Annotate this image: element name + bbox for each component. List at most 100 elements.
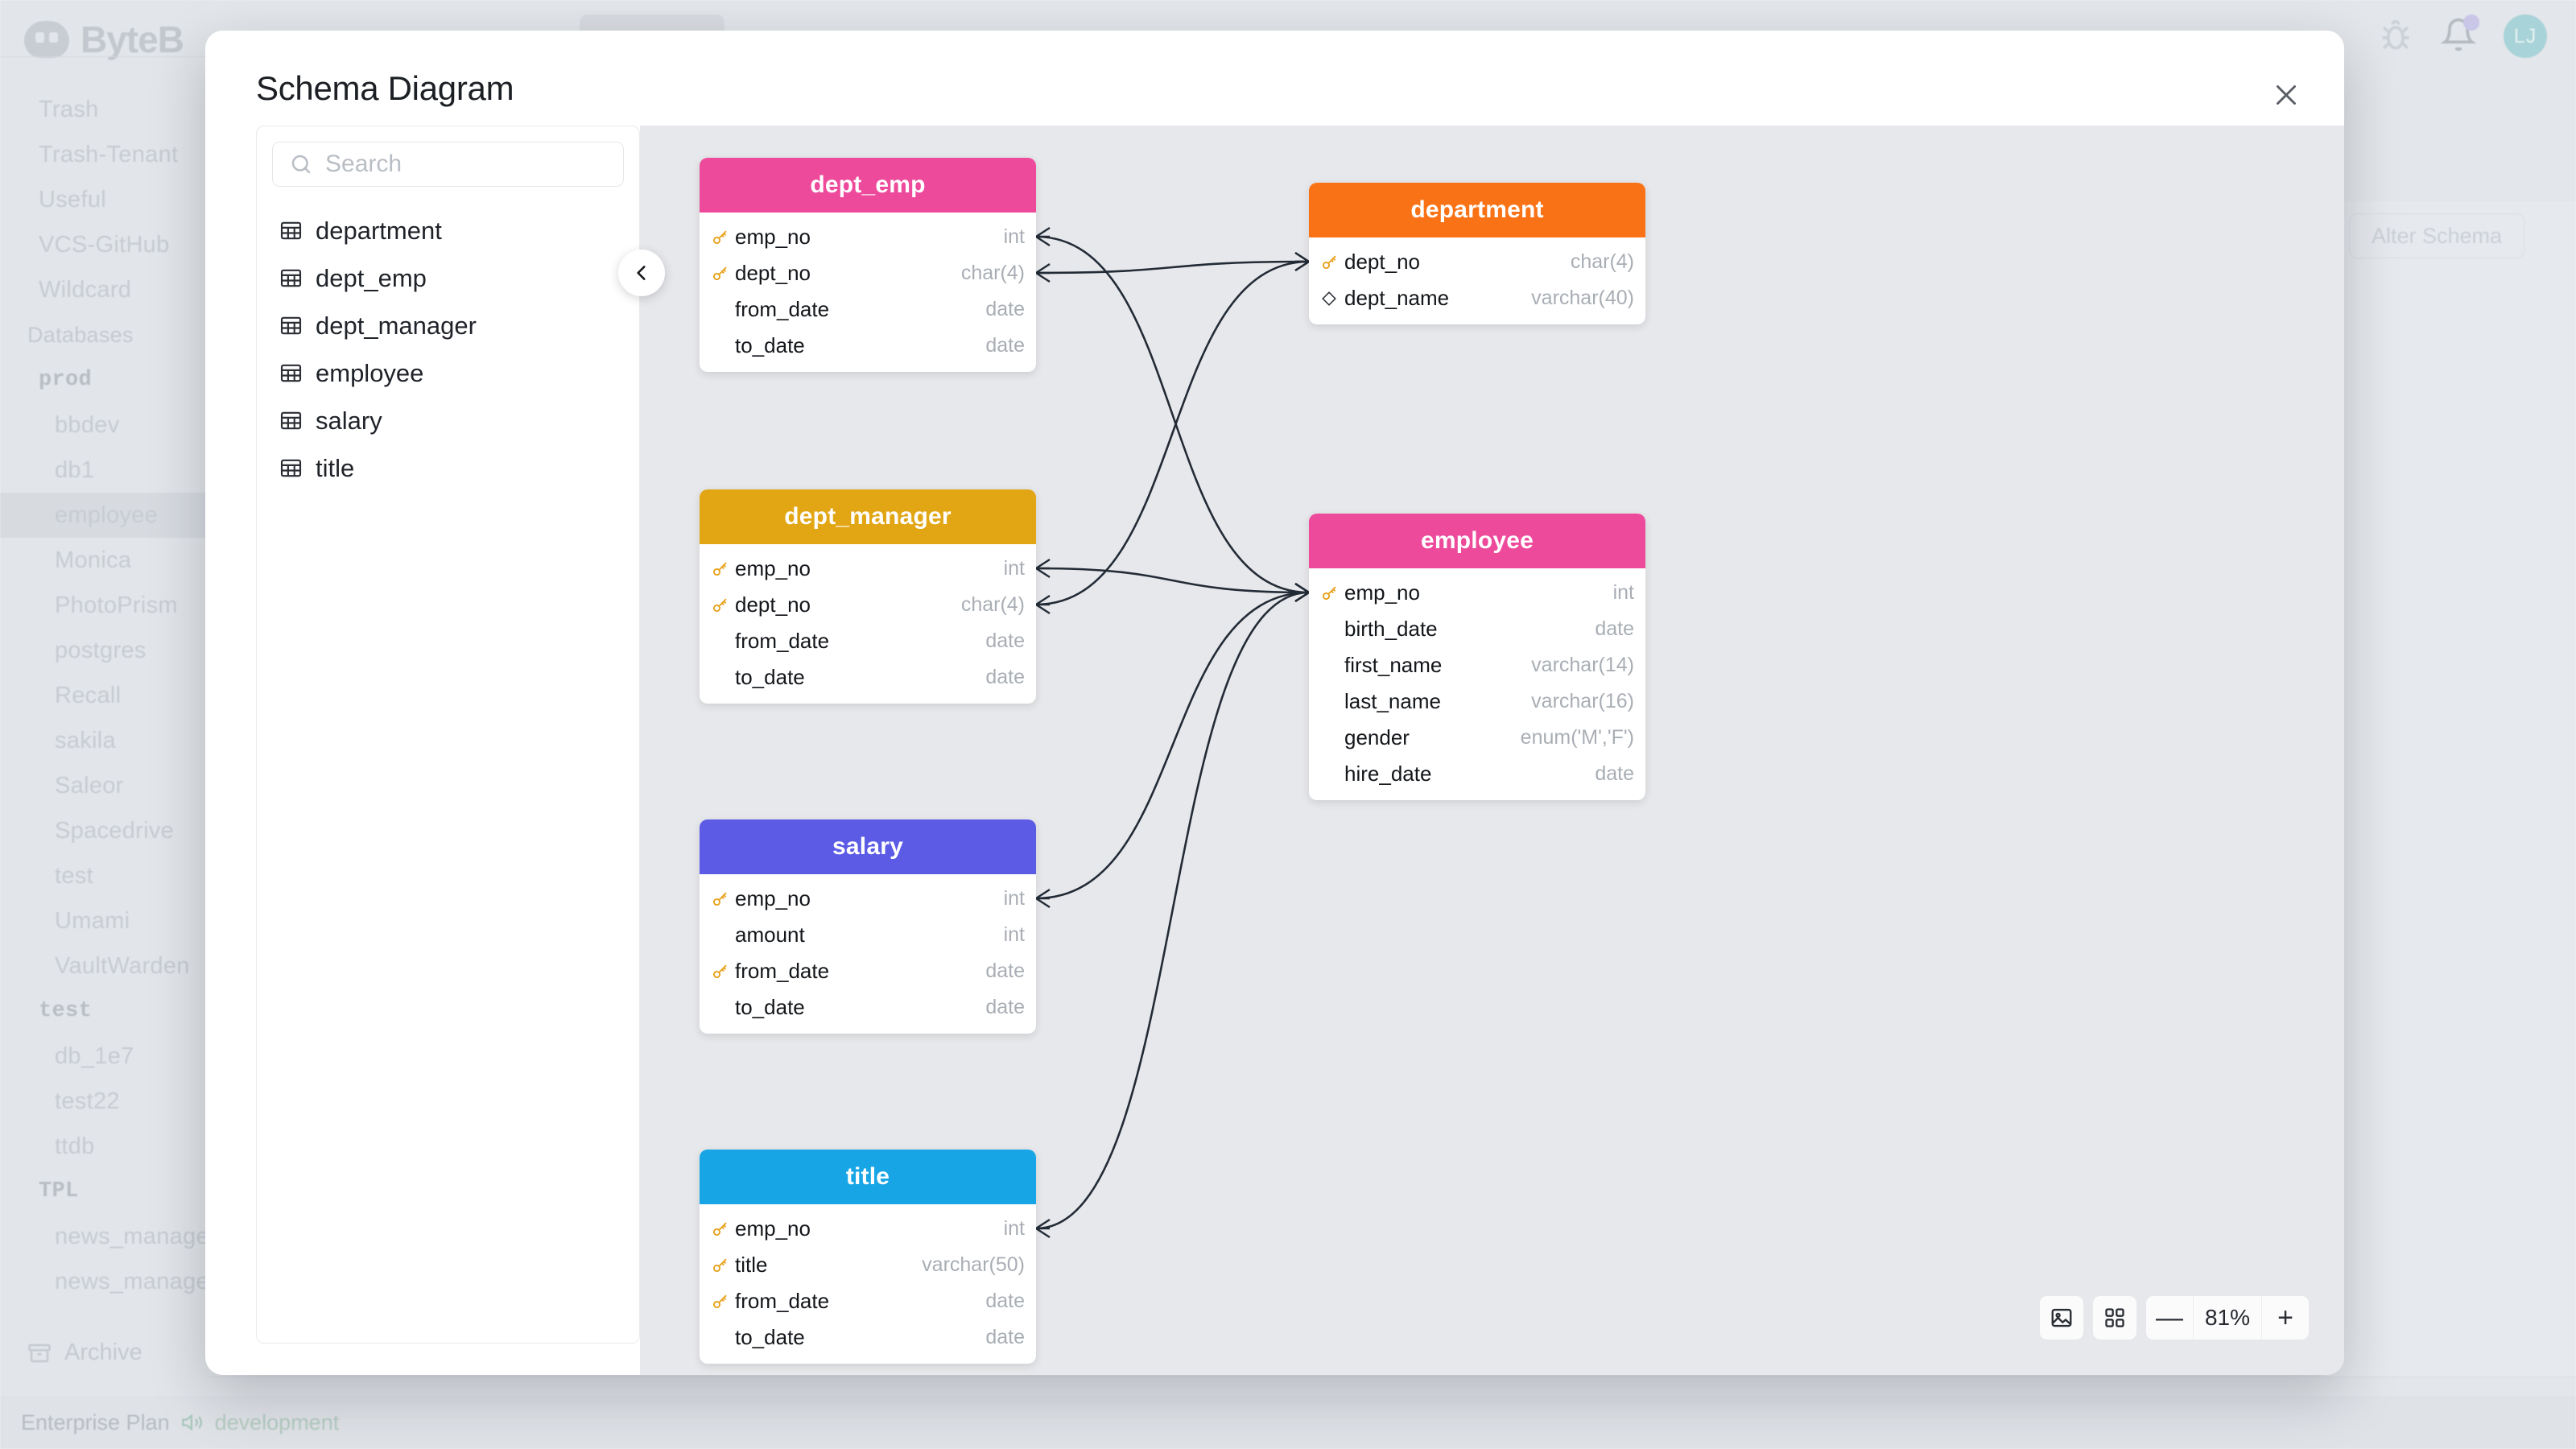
bug-icon[interactable] (2378, 19, 2413, 54)
sidebar-item-bbdev[interactable]: bbdev (0, 402, 208, 448)
sidebar-item-prod[interactable]: prod (0, 357, 208, 402)
column-icon (1320, 253, 1344, 272)
sidebar-item-news-manage[interactable]: news_manage (0, 1214, 209, 1259)
sidebar-item-spacedrive[interactable]: Spacedrive (0, 808, 208, 853)
sidebar-item-trash[interactable]: Trash (0, 87, 208, 132)
table-list-item[interactable]: department (257, 207, 639, 254)
sidebar-item-vaultwarden[interactable]: VaultWarden (0, 943, 208, 989)
sidebar-item-ttdb[interactable]: ttdb (0, 1124, 208, 1169)
canvas-toolbar: — 81% + (2040, 1296, 2309, 1340)
sidebar-item-test[interactable]: test (0, 989, 208, 1034)
sidebar-item-label: Recall (55, 682, 122, 708)
alter-schema-button[interactable]: Alter Schema (2349, 213, 2524, 258)
search-box[interactable] (272, 142, 624, 187)
primary-key-icon (712, 1294, 727, 1308)
notifications-icon[interactable] (2440, 14, 2479, 56)
table-list-item[interactable]: dept_emp (257, 254, 639, 302)
sidebar-item-umami[interactable]: Umami (0, 898, 208, 943)
sidebar-item-useful[interactable]: Useful (0, 177, 208, 222)
sidebar-item-tpl[interactable]: TPL (0, 1169, 208, 1214)
sidebar-item-monica[interactable]: Monica (0, 538, 208, 583)
column-name: gender (1344, 725, 1410, 749)
sidebar-item-photoprism[interactable]: PhotoPrism (0, 583, 208, 628)
table-list-item[interactable]: dept_manager (257, 302, 639, 349)
logo-text: ByteB (80, 19, 184, 60)
relation-edge (1035, 235, 1310, 594)
table-list-item[interactable]: salary (257, 397, 639, 444)
sidebar-item-recall[interactable]: Recall (0, 673, 208, 718)
avatar[interactable]: LJ (2504, 14, 2547, 58)
sidebar-item-sakila[interactable]: sakila (0, 718, 208, 763)
sidebar-item-archive[interactable]: Archive (27, 1340, 142, 1366)
export-image-button[interactable] (2040, 1296, 2083, 1340)
sidebar-item-employee[interactable]: employee (0, 493, 208, 538)
sidebar-item-saleor[interactable]: Saleor (0, 763, 208, 808)
zoom-level[interactable]: 81% (2193, 1296, 2262, 1340)
sidebar-item-db1[interactable]: db1 (0, 448, 208, 493)
table-list-item[interactable]: employee (257, 349, 639, 397)
sidebar-item-label: PhotoPrism (55, 592, 178, 618)
table-list-item[interactable]: title (257, 444, 639, 492)
column-type: int (1003, 923, 1025, 946)
table-icon (280, 411, 302, 430)
table-node-title: salary (832, 833, 903, 860)
zoom-out-button[interactable]: — (2156, 1302, 2183, 1333)
archive-icon (28, 1344, 51, 1362)
sidebar-item-wildcard[interactable]: Wildcard (0, 267, 208, 312)
column-type: date (985, 1326, 1025, 1348)
close-button[interactable] (2262, 71, 2310, 119)
relationship-edges (1035, 226, 1310, 1239)
column-type: varchar(16) (1531, 690, 1634, 712)
sidebar-item-test22[interactable]: test22 (0, 1079, 208, 1124)
primary-key-icon (1322, 255, 1336, 269)
auto-layout-button[interactable] (2093, 1296, 2136, 1340)
zoom-in-button[interactable]: + (2277, 1302, 2293, 1333)
sidebar-item-trash-tenant[interactable]: Trash-Tenant (0, 132, 208, 177)
collapse-panel-button[interactable] (618, 250, 665, 296)
sidebar-item-test[interactable]: test (0, 853, 208, 898)
relation-edge (1035, 591, 1310, 900)
column-type: date (985, 996, 1025, 1018)
search-input[interactable] (325, 151, 599, 178)
sidebar-item-db-1e7[interactable]: db_1e7 (0, 1034, 208, 1079)
sidebar-item-postgres[interactable]: postgres (0, 628, 208, 673)
sidebar-item-vcs-github[interactable]: VCS-GitHub (0, 222, 208, 267)
relation-edge (1035, 260, 1310, 275)
column-name: emp_no (1344, 580, 1420, 605)
table-node-header: employee (1309, 514, 1645, 568)
sidebar-item-news-manage[interactable]: news_manage (0, 1259, 209, 1304)
